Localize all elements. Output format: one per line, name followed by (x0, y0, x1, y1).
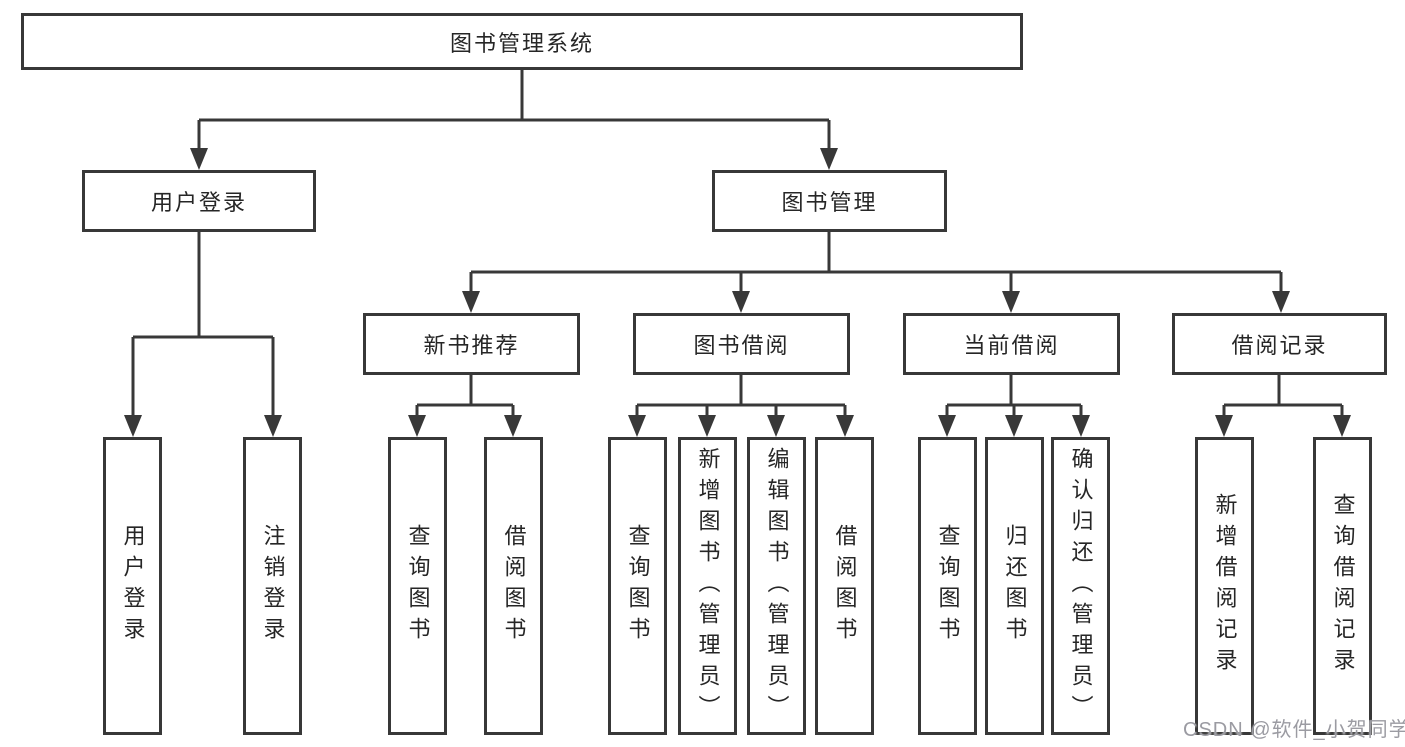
node-root-label: 图书管理系统 (449, 30, 594, 56)
leaf-query-books-current-label: 查询图书 (935, 524, 961, 648)
leaf-borrow-books-recommend: 借阅图书 (484, 437, 543, 735)
leaf-borrow-books-label: 借阅图书 (832, 524, 858, 648)
leaf-add-books-admin-label: 新增图书（管理员） (695, 446, 721, 726)
node-user-login: 用户登录 (82, 170, 316, 232)
node-book-management: 图书管理 (712, 170, 947, 232)
leaf-confirm-return-admin-label: 确认归还（管理员） (1068, 446, 1094, 726)
leaf-logout: 注销登录 (243, 437, 302, 735)
leaf-query-borrow-record-label: 查询借阅记录 (1330, 493, 1356, 679)
node-book-borrowing: 图书借阅 (633, 313, 850, 375)
leaf-add-borrow-record: 新增借阅记录 (1195, 437, 1254, 735)
leaf-user-login-label: 用户登录 (120, 524, 146, 648)
watermark-text: CSDN @软件_小贺同学 (1183, 719, 1405, 741)
leaf-return-books: 归还图书 (985, 437, 1044, 735)
node-new-book-recommend-label: 新书推荐 (423, 333, 520, 358)
node-current-borrowing: 当前借阅 (903, 313, 1120, 375)
leaf-query-books-current: 查询图书 (918, 437, 977, 735)
leaf-query-books-recommend-label: 查询图书 (405, 524, 431, 648)
leaf-query-books-recommend: 查询图书 (388, 437, 447, 735)
node-current-borrowing-label: 当前借阅 (963, 333, 1060, 358)
leaf-query-books-borrowing: 查询图书 (608, 437, 667, 735)
leaf-query-books-borrowing-label: 查询图书 (625, 524, 651, 648)
node-root: 图书管理系统 (21, 13, 1023, 70)
node-book-borrowing-label: 图书借阅 (693, 333, 790, 358)
leaf-user-login: 用户登录 (103, 437, 162, 735)
leaf-logout-label: 注销登录 (260, 524, 286, 648)
node-borrowing-records-label: 借阅记录 (1231, 333, 1328, 358)
node-borrowing-records: 借阅记录 (1172, 313, 1387, 375)
leaf-query-borrow-record: 查询借阅记录 (1313, 437, 1372, 735)
leaf-return-books-label: 归还图书 (1002, 524, 1028, 648)
leaf-add-books-admin: 新增图书（管理员） (678, 437, 737, 735)
node-user-login-label: 用户登录 (150, 190, 247, 215)
node-new-book-recommend: 新书推荐 (363, 313, 580, 375)
leaf-edit-books-admin-label: 编辑图书（管理员） (764, 446, 790, 726)
leaf-confirm-return-admin: 确认归还（管理员） (1051, 437, 1110, 735)
leaf-edit-books-admin: 编辑图书（管理员） (747, 437, 806, 735)
leaf-add-borrow-record-label: 新增借阅记录 (1212, 493, 1238, 679)
node-book-management-label: 图书管理 (781, 190, 878, 215)
leaf-borrow-books-recommend-label: 借阅图书 (501, 524, 527, 648)
leaf-borrow-books: 借阅图书 (815, 437, 874, 735)
